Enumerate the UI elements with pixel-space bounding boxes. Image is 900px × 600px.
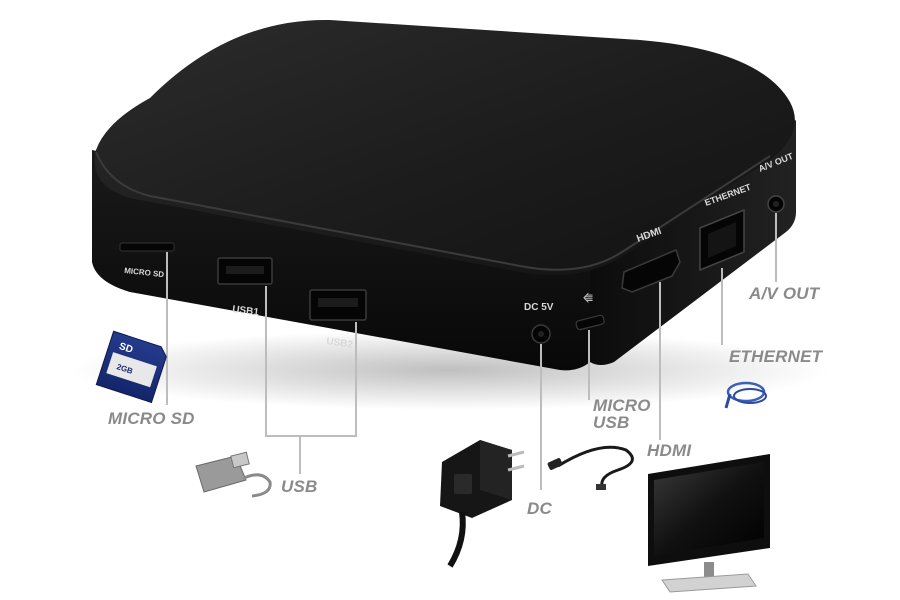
dc-port: DC 5V: [524, 302, 554, 344]
hdmi-callout: HDMI: [647, 441, 692, 460]
usb2-port-label: USB2: [326, 336, 354, 351]
dc-callout: DC: [527, 499, 552, 518]
usb2-port: USB2: [309, 289, 367, 351]
tv-box: [92, 19, 796, 371]
power-adapter: [440, 440, 525, 568]
av-out-callout: A/V OUT: [749, 284, 820, 303]
dc-port-label: DC 5V: [524, 302, 554, 313]
leader-lines: [166, 213, 777, 490]
usb-leader-line: [265, 286, 357, 437]
micro-sd-card: SD 2GB: [95, 330, 167, 404]
sd-card-text: SD: [118, 341, 135, 356]
micro-usb-cable: [547, 445, 634, 490]
micro-sd-port-label: MICRO SD: [124, 266, 165, 279]
micro-usb-callout-line1: MICRO: [593, 396, 651, 415]
usb1-port: USB1: [217, 257, 273, 318]
usb-callout: USB: [281, 477, 318, 496]
ethernet-callout: ETHERNET: [729, 347, 823, 366]
micro-sd-callout: MICRO SD: [108, 409, 195, 428]
tv-monitor: [648, 454, 770, 593]
micro-sd-slot: MICRO SD: [119, 242, 175, 279]
usb1-port-label: USB1: [232, 304, 260, 318]
usb-flash-drive: [195, 451, 272, 498]
usb-symbol-icon: ⭅: [583, 292, 593, 305]
micro-usb-callout-line2: USB: [593, 413, 630, 432]
ethernet-cable: [724, 381, 767, 409]
micro-usb-port: ⭅: [575, 292, 605, 331]
